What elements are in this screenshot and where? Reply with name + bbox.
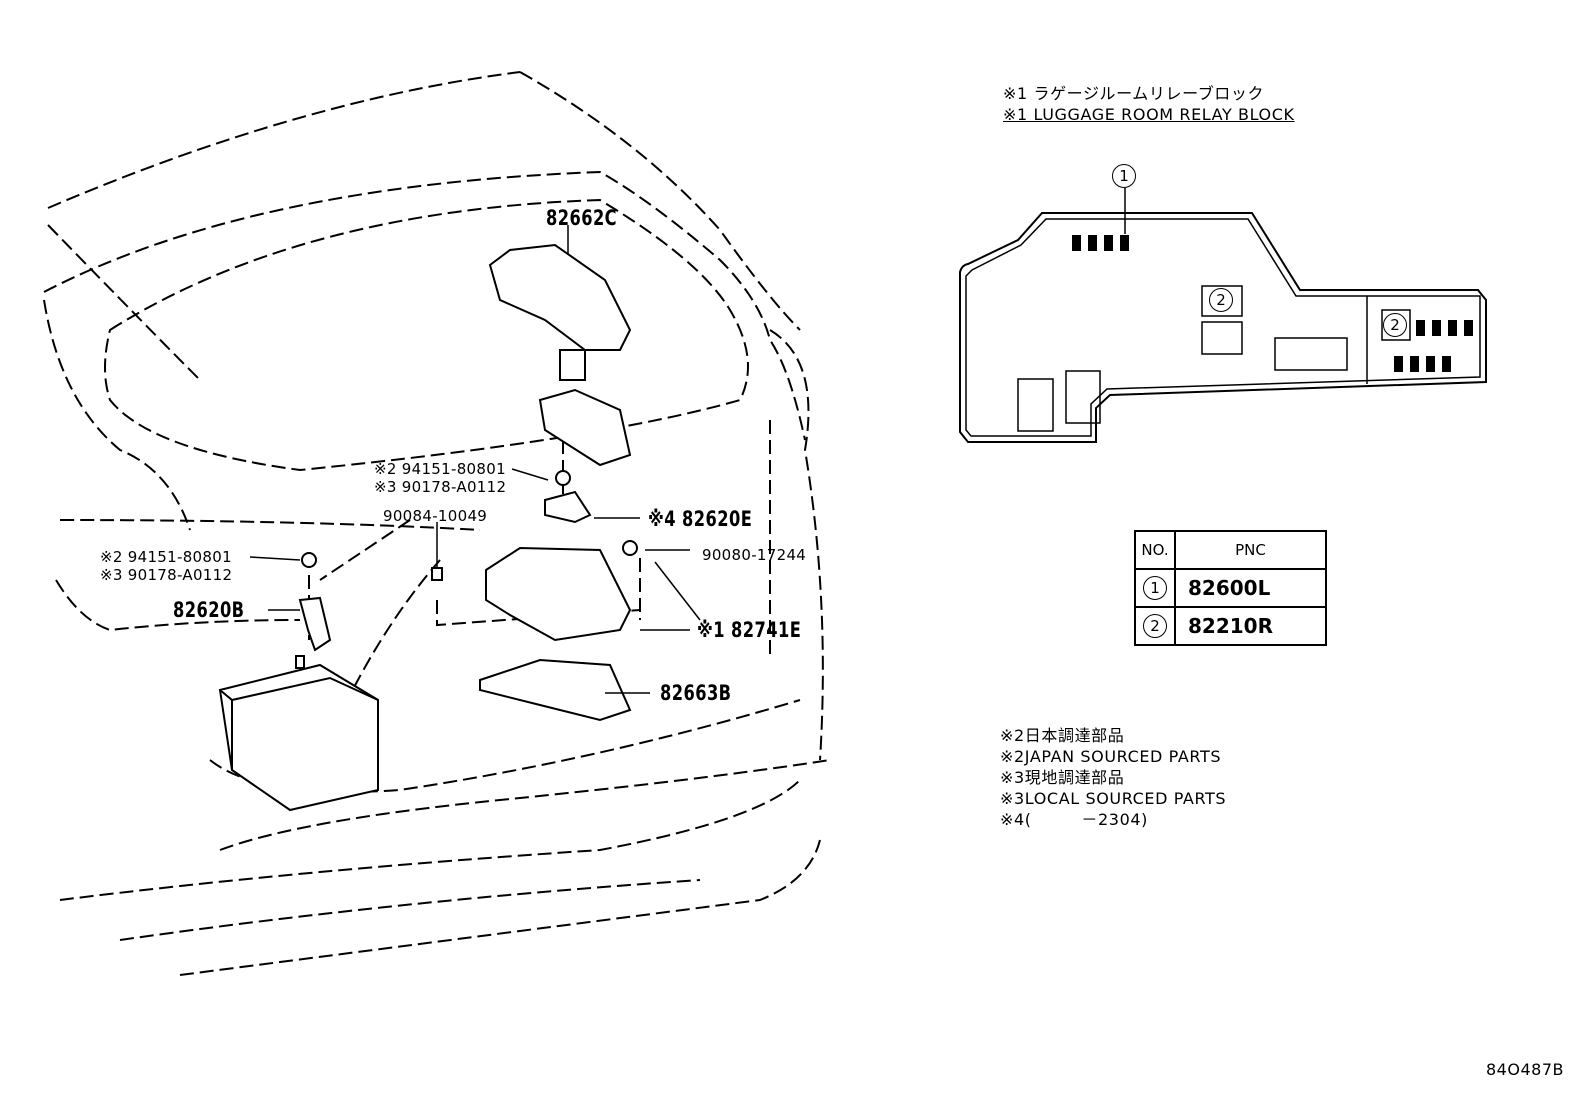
pnc-row-no: 1 — [1143, 576, 1167, 600]
pnc-header-no: NO. — [1134, 530, 1176, 570]
part-82741E: ※1 82741E — [697, 618, 802, 642]
relay-block-title-en: ※1 LUGGAGE ROOM RELAY BLOCK — [1003, 105, 1295, 124]
part-90080: 90080-17244 — [702, 546, 807, 564]
callout-2b: 2 — [1383, 313, 1407, 337]
pnc-row-no: 2 — [1143, 614, 1167, 638]
part-82620B: 82620B — [173, 598, 245, 622]
drawing-code: 84O487B — [1486, 1060, 1564, 1079]
part-94151-left: ※2 94151-80801 — [100, 548, 232, 566]
pnc-row: 1 82600L — [1134, 568, 1327, 608]
pnc-table: NO. PNC 1 82600L 2 82210R — [1134, 530, 1327, 646]
note-2: ※2JAPAN SOURCED PARTS — [1000, 747, 1222, 766]
part-90178-top: ※3 90178-A0112 — [374, 478, 507, 496]
note-5: ※4( －2304) — [1000, 810, 1148, 829]
relay-block-outline — [959, 212, 1487, 443]
part-90084: 90084-10049 — [383, 507, 488, 525]
part-82620E: ※4 82620E — [648, 507, 753, 531]
pnc-row: 2 82210R — [1134, 606, 1327, 646]
callout-1: 1 — [1112, 164, 1136, 188]
note-4: ※3LOCAL SOURCED PARTS — [1000, 789, 1227, 808]
note-1: ※2日本調達部品 — [1000, 726, 1125, 745]
leader-lines — [249, 188, 1126, 694]
pnc-table-header: NO. PNC — [1134, 530, 1327, 570]
part-82663B: 82663B — [660, 681, 732, 705]
relay-block-title-jp: ※1 ラゲージルームリレーブロック — [1003, 84, 1265, 103]
callout-2a: 2 — [1209, 288, 1233, 312]
part-82662C: 82662C — [546, 206, 618, 230]
pnc-header-pnc: PNC — [1174, 530, 1327, 570]
note-3: ※3現地調達部品 — [1000, 768, 1125, 787]
battery-drawing — [218, 655, 379, 812]
pnc-row-value: 82210R — [1174, 606, 1327, 646]
part-90178-left: ※3 90178-A0112 — [100, 566, 233, 584]
part-94151-top: ※2 94151-80801 — [374, 460, 506, 478]
relay-block-drawing — [298, 243, 638, 722]
pnc-row-value: 82600L — [1174, 568, 1327, 608]
